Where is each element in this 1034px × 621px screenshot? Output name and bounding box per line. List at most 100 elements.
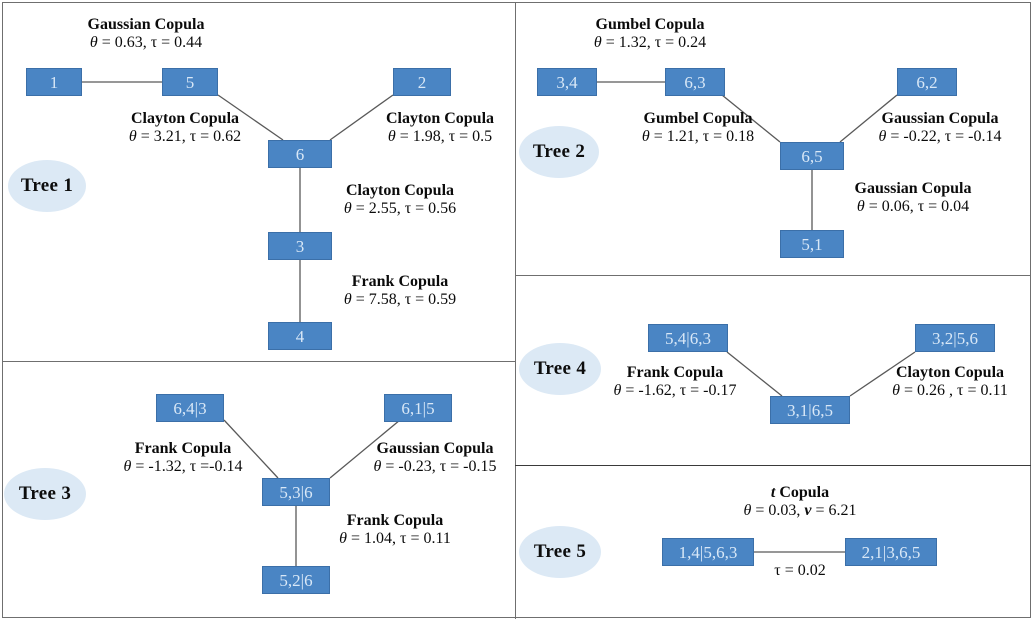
- tree-label-3-text: Tree 3: [18, 483, 72, 504]
- tree-label-1: Tree 1: [8, 160, 86, 212]
- panel-divider-tree1-tree3: [2, 361, 516, 362]
- edge-annotation-536-526-copula: Frank Copula: [346, 512, 444, 529]
- node-4[interactable]: 4: [268, 322, 332, 350]
- node-3-1-6-5[interactable]: 3,1|6,5: [770, 396, 850, 424]
- tree-label-5: Tree 5: [519, 526, 601, 578]
- node-3-4[interactable]: 3,4: [537, 68, 597, 96]
- node-5-2-6-text: 5,2|6: [279, 570, 313, 590]
- edge-annotation-34-63-copula: Gumbel Copula: [595, 16, 705, 33]
- node-1-text: 1: [49, 72, 59, 92]
- edge-annotation-615-536-copula: Gaussian Copula: [376, 440, 494, 457]
- edge-annotation-643-536-copula: Frank Copula: [134, 440, 232, 457]
- node-6-1-5-text: 6,1|5: [401, 398, 435, 418]
- node-6-3[interactable]: 6,3: [665, 68, 725, 96]
- node-5-2-6[interactable]: 5,2|6: [262, 566, 330, 594]
- node-2-text: 2: [417, 72, 427, 92]
- edge-annotation-5463-3165: Frank Copula θ = -1.62, τ = -0.17: [580, 364, 770, 401]
- edge-annotation-643-536-params: θ = -1.32, τ =-0.14: [123, 457, 243, 475]
- node-6-1-5[interactable]: 6,1|5: [384, 394, 452, 422]
- node-5-3-6-text: 5,3|6: [279, 482, 313, 502]
- edge-annotation-2-6: Clayton Copula θ = 1.98, τ = 0.5: [345, 110, 535, 147]
- edge-annotation-34-63: Gumbel Copula θ = 1.32, τ = 0.24: [560, 16, 740, 53]
- edge-annotation-65-51-params: θ = 0.06, τ = 0.04: [856, 197, 970, 215]
- edge-annotation-t-copula-name: t Copula: [770, 484, 830, 501]
- edge-annotation-3-4: Frank Copula θ = 7.58, τ = 0.59: [305, 273, 495, 310]
- node-5-1-text: 5,1: [801, 234, 823, 254]
- node-6-4-3[interactable]: 6,4|3: [156, 394, 224, 422]
- edge-annotation-3256-3165: Clayton Copula θ = 0.26 , τ = 0.11: [855, 364, 1034, 401]
- edge-annotation-6-3: Clayton Copula θ = 2.55, τ = 0.56: [305, 182, 495, 219]
- node-1-4-5-6-3-text: 1,4|5,6,3: [678, 542, 738, 562]
- node-3-2-5-6-text: 3,2|5,6: [932, 328, 978, 348]
- node-2-1-3-6-5[interactable]: 2,1|3,6,5: [845, 538, 937, 566]
- tree-label-1-text: Tree 1: [20, 175, 74, 196]
- edge-annotation-65-51-copula: Gaussian Copula: [854, 180, 972, 197]
- panel-divider-tree2-tree4: [515, 275, 1031, 276]
- edge-annotation-62-65-copula: Gaussian Copula: [881, 110, 999, 127]
- node-3[interactable]: 3: [268, 232, 332, 260]
- node-6[interactable]: 6: [268, 140, 332, 168]
- edge-annotation-1-5-params: θ = 0.63, τ = 0.44: [89, 33, 203, 51]
- edge-annotation-63-65-copula: Gumbel Copula: [643, 110, 753, 127]
- edge-annotation-65-51: Gaussian Copula θ = 0.06, τ = 0.04: [818, 180, 1008, 217]
- node-3-2-5-6[interactable]: 3,2|5,6: [915, 324, 995, 352]
- edge-annotation-3-4-copula: Frank Copula: [351, 273, 449, 290]
- edge-annotation-3-4-params: θ = 7.58, τ = 0.59: [343, 290, 457, 308]
- node-4-text: 4: [295, 326, 305, 346]
- node-6-5-text: 6,5: [801, 146, 823, 166]
- edge-annotation-5-6: Clayton Copula θ = 3.21, τ = 0.62: [90, 110, 280, 147]
- node-6-text: 6: [295, 144, 305, 164]
- tree-label-4: Tree 4: [519, 343, 601, 395]
- tree-label-2-text: Tree 2: [532, 141, 586, 162]
- node-5-3-6[interactable]: 5,3|6: [262, 478, 330, 506]
- node-6-2[interactable]: 6,2: [897, 68, 957, 96]
- edge-annotation-5463-3165-params: θ = -1.62, τ = -0.17: [613, 381, 737, 399]
- edge-annotation-3256-3165-copula: Clayton Copula: [895, 364, 1005, 381]
- edge-annotation-5-6-params: θ = 3.21, τ = 0.62: [128, 127, 242, 145]
- node-6-3-text: 6,3: [684, 72, 706, 92]
- edge-annotation-5-6-copula: Clayton Copula: [130, 110, 240, 127]
- node-3-4-text: 3,4: [556, 72, 578, 92]
- edge-annotation-63-65-params: θ = 1.21, τ = 0.18: [641, 127, 755, 145]
- node-6-4-3-text: 6,4|3: [173, 398, 207, 418]
- tree-label-5-text: Tree 5: [533, 541, 587, 562]
- edge-annotation-6-3-copula: Clayton Copula: [345, 182, 455, 199]
- edge-annotation-6-3-params: θ = 2.55, τ = 0.56: [343, 199, 457, 217]
- node-6-2-text: 6,2: [916, 72, 938, 92]
- edge-annotation-615-536: Gaussian Copula θ = -0.23, τ = -0.15: [340, 440, 530, 477]
- edge-annotation-t-copula: t Copula θ = 0.03, ν = 6.21: [705, 484, 895, 521]
- node-1[interactable]: 1: [26, 68, 82, 96]
- edge-annotation-t-copula-params: θ = 0.03, ν = 6.21: [743, 501, 857, 519]
- edge-annotation-2-6-copula: Clayton Copula: [385, 110, 495, 127]
- node-5-text: 5: [185, 72, 195, 92]
- node-3-1-6-5-text: 3,1|6,5: [787, 400, 833, 420]
- edge-annotation-t-copula-tau-text: τ = 0.02: [774, 562, 826, 579]
- edge-annotation-536-526: Frank Copula θ = 1.04, τ = 0.11: [300, 512, 490, 549]
- node-2[interactable]: 2: [393, 68, 451, 96]
- edge-annotation-63-65: Gumbel Copula θ = 1.21, τ = 0.18: [608, 110, 788, 147]
- panel-divider-tree4-tree5: [515, 465, 1031, 466]
- node-6-5[interactable]: 6,5: [780, 142, 844, 170]
- panel-divider-vertical: [515, 2, 516, 619]
- edge-annotation-62-65: Gaussian Copula θ = -0.22, τ = -0.14: [845, 110, 1034, 147]
- edge-annotation-t-copula-tau: τ = 0.02: [745, 562, 855, 581]
- node-5-4-6-3-text: 5,4|6,3: [665, 328, 711, 348]
- tree-label-2: Tree 2: [519, 126, 599, 178]
- node-5[interactable]: 5: [162, 68, 218, 96]
- node-2-1-3-6-5-text: 2,1|3,6,5: [861, 542, 921, 562]
- edge-annotation-536-526-params: θ = 1.04, τ = 0.11: [339, 529, 451, 547]
- node-5-4-6-3[interactable]: 5,4|6,3: [648, 324, 728, 352]
- edge-annotation-5463-3165-copula: Frank Copula: [626, 364, 724, 381]
- edge-annotation-1-5: Gaussian Copula θ = 0.63, τ = 0.44: [56, 16, 236, 53]
- edge-annotation-1-5-copula: Gaussian Copula: [87, 16, 205, 33]
- edge-annotation-3256-3165-params: θ = 0.26 , τ = 0.11: [892, 381, 1008, 399]
- tree-label-3: Tree 3: [4, 468, 86, 520]
- node-5-1[interactable]: 5,1: [780, 230, 844, 258]
- edge-annotation-643-536: Frank Copula θ = -1.32, τ =-0.14: [88, 440, 278, 477]
- edge-annotation-2-6-params: θ = 1.98, τ = 0.5: [387, 127, 493, 145]
- edge-annotation-62-65-params: θ = -0.22, τ = -0.14: [878, 127, 1002, 145]
- node-3-text: 3: [295, 236, 305, 256]
- node-1-4-5-6-3[interactable]: 1,4|5,6,3: [662, 538, 754, 566]
